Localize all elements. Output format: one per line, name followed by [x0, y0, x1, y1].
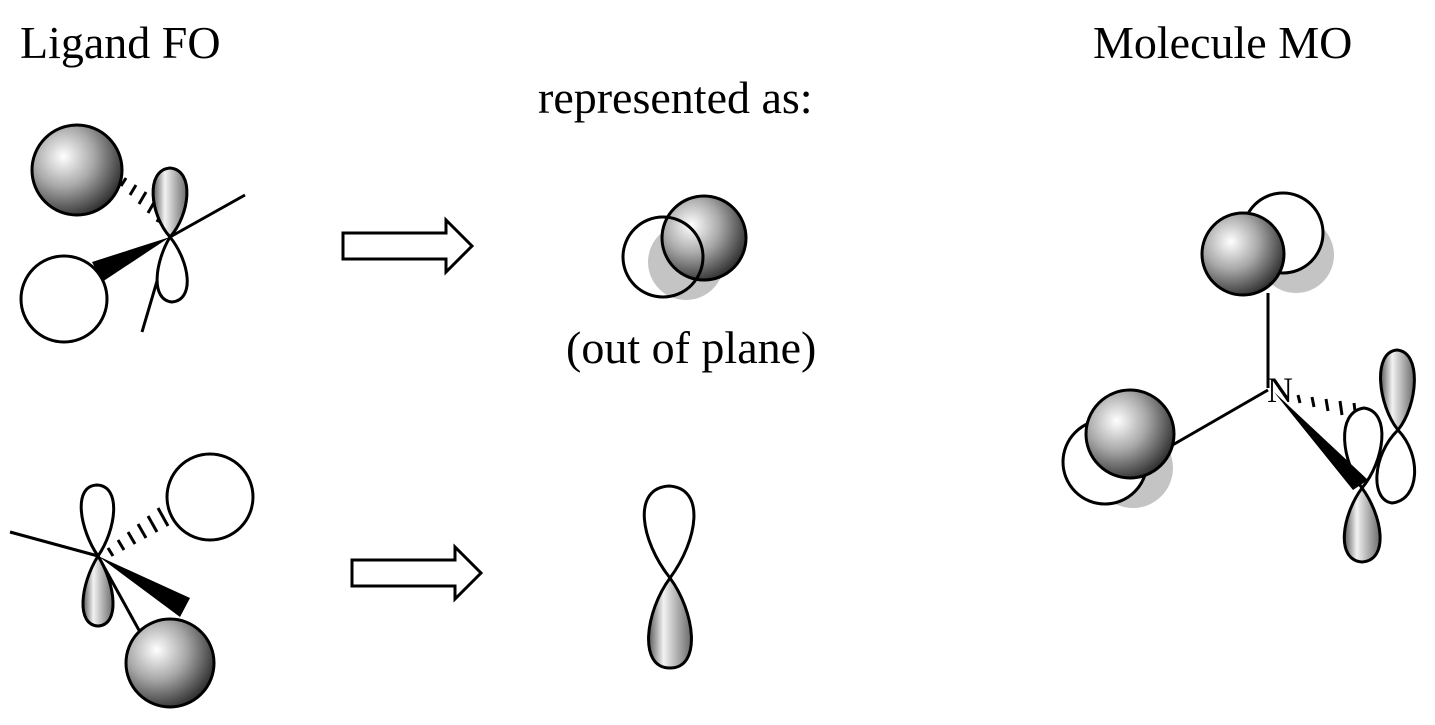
shaded-sphere [1200, 211, 1286, 297]
p-orbital-upper-lobe [642, 484, 696, 581]
shaded-sphere [660, 194, 748, 282]
open-sphere [165, 452, 255, 542]
p-orbital-lower-lobe [647, 575, 693, 670]
ligand-fo-title: Ligand FO [20, 17, 221, 68]
p-orbital-upper-lobe [151, 166, 189, 240]
shaded-sphere [30, 123, 124, 217]
bond-line [9, 530, 99, 558]
wedge-bond [98, 556, 190, 617]
p-orbital-lower-lobe [1375, 427, 1417, 505]
p-orbital-upper-lobe [1379, 348, 1416, 433]
p-orbital-lower-lobe [155, 234, 189, 304]
hashed-bond [1296, 394, 1358, 420]
arrow-right-2 [350, 543, 484, 603]
represented-p-orbital [642, 484, 696, 670]
arrow-right-1 [341, 216, 475, 276]
molecule-mo [1061, 191, 1417, 564]
open-sphere [19, 254, 109, 344]
p-orbital-upper-lobe [79, 483, 116, 559]
represented-as-label: represented as: [538, 72, 813, 123]
nitrogen-atom-label: N [1267, 370, 1293, 410]
bond-line [169, 193, 246, 239]
ligand-fo-top [19, 123, 246, 344]
wedge-bond [1274, 392, 1368, 490]
p-orbital-lower-lobe [1342, 485, 1382, 564]
ligand-fo-bottom [9, 452, 255, 709]
shaded-sphere [1084, 388, 1176, 480]
p-orbital-lower-lobe [81, 553, 115, 628]
represented-out-of-plane [621, 194, 748, 300]
wedge-bond [92, 237, 170, 282]
shaded-sphere [124, 617, 216, 709]
out-of-plane-label: (out of plane) [566, 322, 817, 373]
open-sphere [621, 215, 705, 299]
molecule-mo-title: Molecule MO [1093, 17, 1353, 68]
hashed-bond [106, 507, 170, 557]
